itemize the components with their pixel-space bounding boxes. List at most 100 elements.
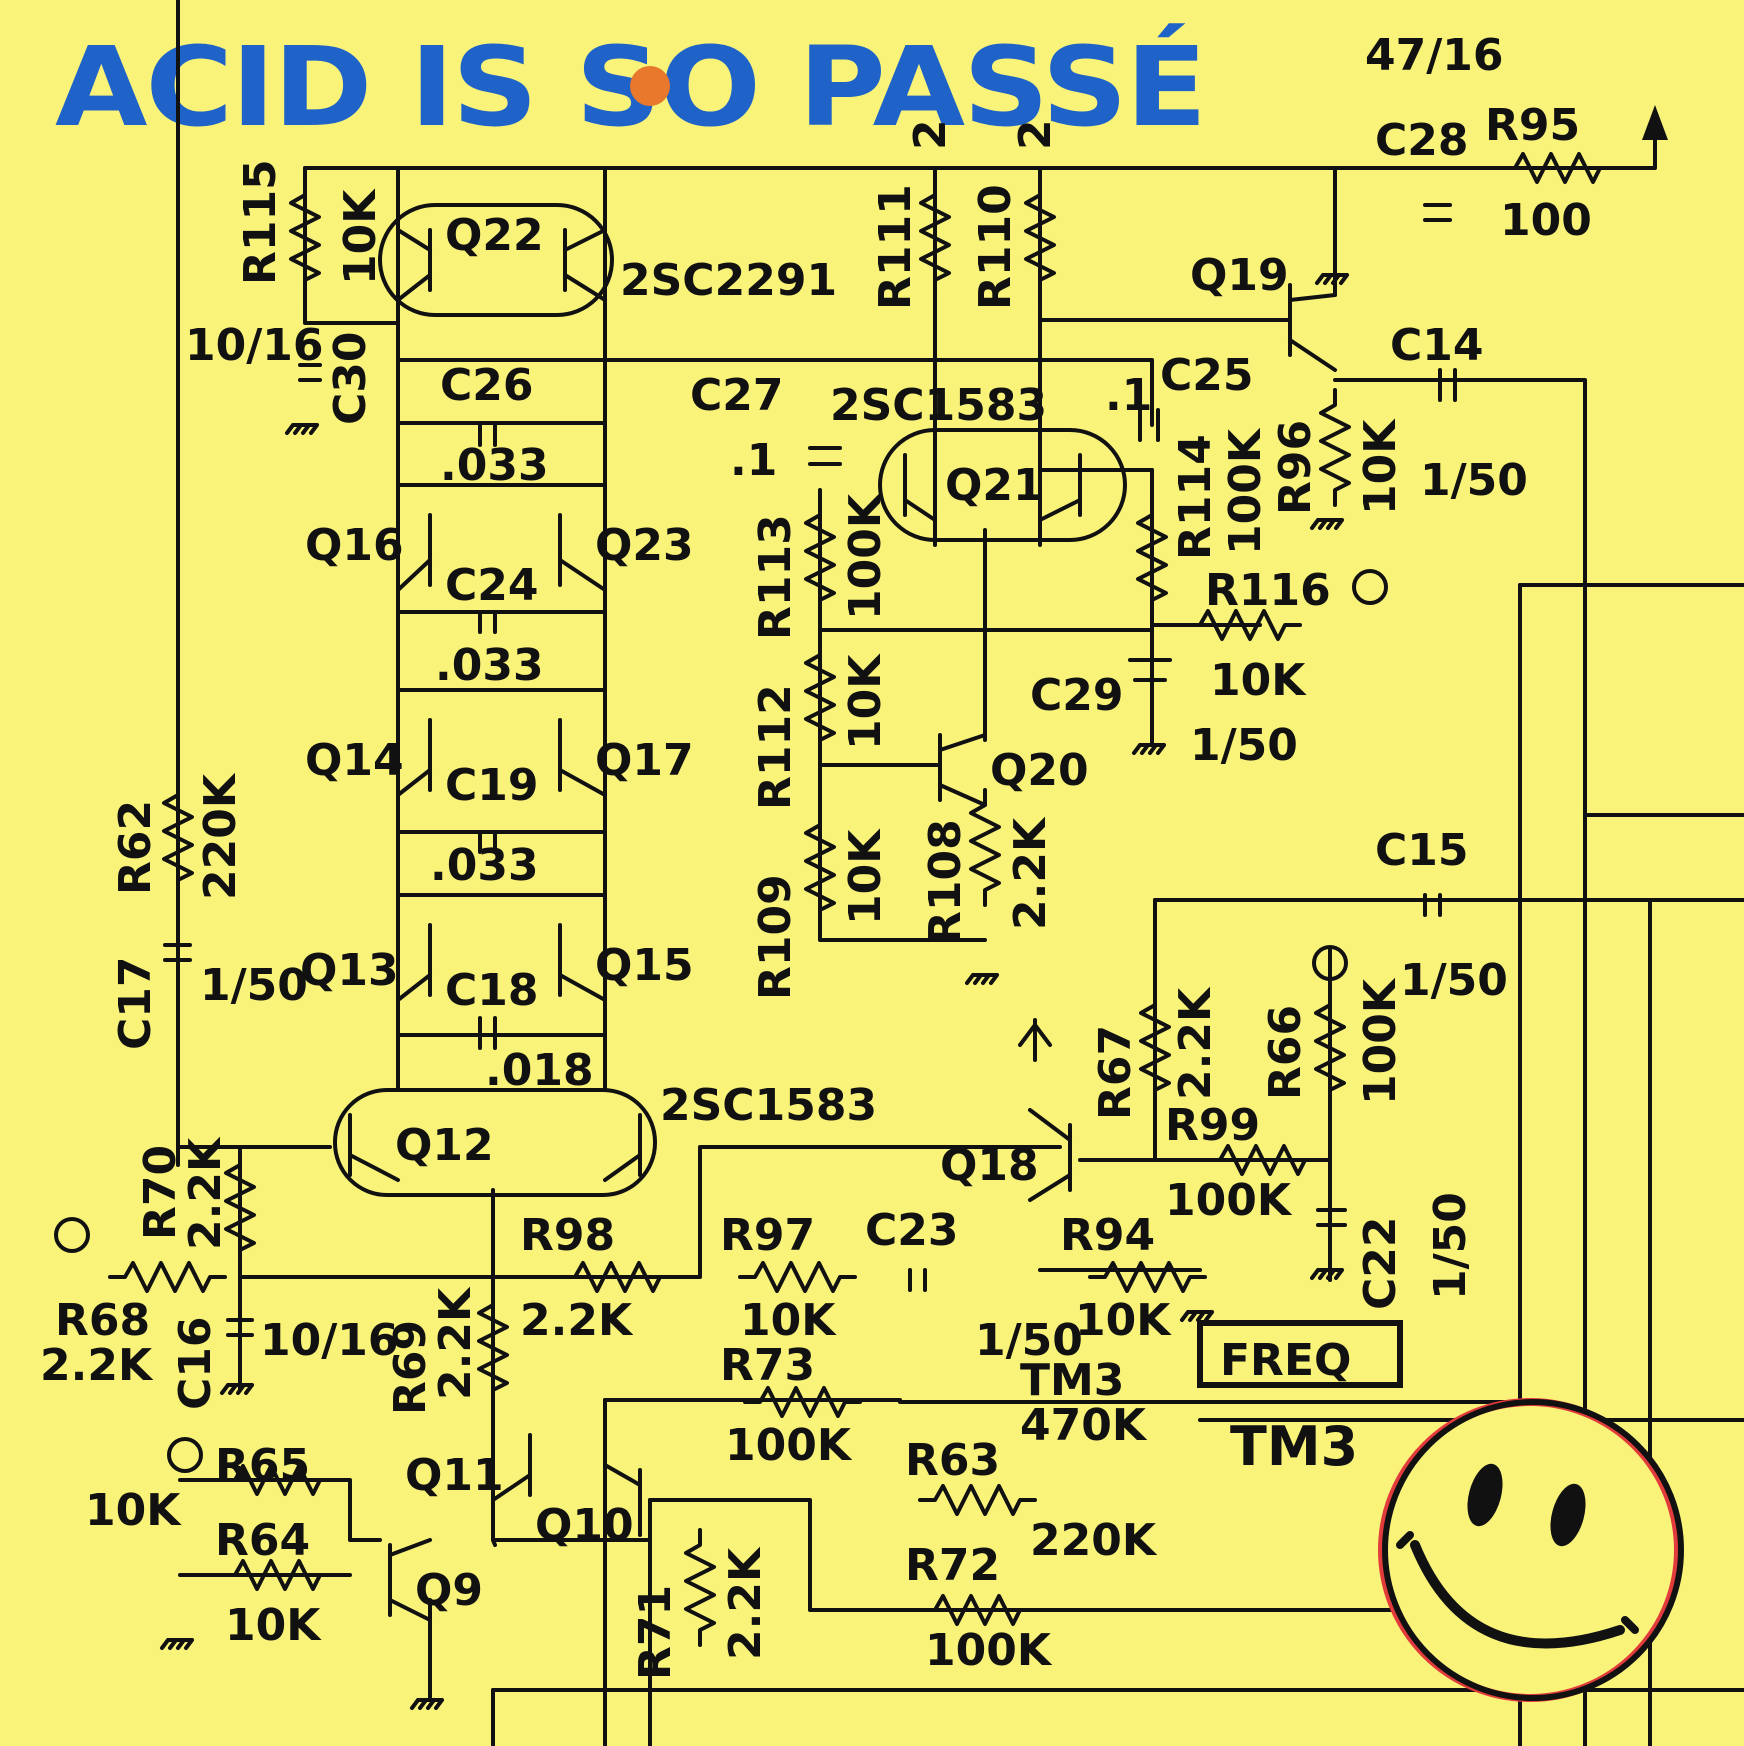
label-c19-value: .033 bbox=[430, 840, 539, 891]
label-c23-value: 1/50 bbox=[975, 1315, 1083, 1366]
label-q22-type: 2SC2291 bbox=[620, 255, 837, 306]
label-c22: C22 bbox=[1355, 1216, 1406, 1310]
label-q12: Q12 bbox=[395, 1120, 494, 1171]
label-r64-value: 10K bbox=[225, 1600, 322, 1651]
label-q12-type: 2SC1583 bbox=[660, 1080, 877, 1131]
label-r68-value: 2.2K bbox=[40, 1340, 154, 1391]
label-r69-value: 2.2K bbox=[430, 1286, 481, 1400]
label-r94: R94 bbox=[1060, 1210, 1155, 1261]
label-r99-value: 100K bbox=[1165, 1175, 1293, 1226]
label-r108: R108 bbox=[920, 819, 971, 945]
label-r98-value: 2.2K bbox=[520, 1295, 634, 1346]
label-r96: R96 bbox=[1270, 420, 1321, 515]
label-r110: R110 bbox=[970, 184, 1021, 310]
label-r67: R67 bbox=[1090, 1025, 1141, 1120]
label-c27-value: .1 bbox=[730, 435, 777, 486]
label-c24-value: .033 bbox=[435, 640, 544, 691]
label-c17: C17 bbox=[110, 956, 161, 1050]
label-r114-value: 100K bbox=[1220, 427, 1271, 555]
label-node-2b: 2 bbox=[1010, 119, 1061, 150]
label-r63: R63 bbox=[905, 1435, 1000, 1486]
label-r64: R64 bbox=[215, 1515, 310, 1566]
label-c26: C26 bbox=[440, 360, 534, 411]
label-r65: R65 bbox=[215, 1440, 310, 1491]
label-node-2a: 2 bbox=[905, 119, 956, 150]
label-c25-value: .1 bbox=[1105, 370, 1152, 421]
label-c16: C16 bbox=[170, 1316, 221, 1410]
label-r112: R112 bbox=[750, 684, 801, 810]
label-r115-value: 10K bbox=[335, 188, 386, 285]
label-c24: C24 bbox=[445, 560, 539, 611]
label-q14: Q14 bbox=[305, 735, 404, 786]
label-r111: R111 bbox=[870, 184, 921, 310]
label-r99: R99 bbox=[1165, 1100, 1260, 1151]
freq-box bbox=[1197, 1320, 1403, 1388]
label-q19: Q19 bbox=[1190, 250, 1289, 301]
label-r66: R66 bbox=[1260, 1005, 1311, 1100]
label-r63-value: 220K bbox=[1030, 1515, 1158, 1566]
label-r71: R71 bbox=[630, 1585, 681, 1680]
label-r95: R95 bbox=[1485, 100, 1580, 151]
label-c28: C28 bbox=[1375, 115, 1469, 166]
label-r113: R113 bbox=[750, 514, 801, 640]
label-c26-value: .033 bbox=[440, 440, 549, 491]
label-q20: Q20 bbox=[990, 745, 1089, 796]
label-c27: C27 bbox=[690, 370, 784, 421]
label-q13: Q13 bbox=[300, 945, 399, 996]
label-r116-value: 10K bbox=[1210, 655, 1307, 706]
label-q9: Q9 bbox=[415, 1565, 483, 1616]
label-c29-value: 1/50 bbox=[1190, 720, 1298, 771]
label-q23: Q23 bbox=[595, 520, 694, 571]
labels: R115 10K 10/16 C30 Q22 2SC2291 C26 .033 … bbox=[40, 30, 1592, 1680]
label-r112-value: 10K bbox=[840, 653, 891, 750]
wiring bbox=[176, 0, 1744, 1746]
label-r73: R73 bbox=[720, 1340, 815, 1391]
label-c29: C29 bbox=[1030, 670, 1124, 721]
label-c18-value: .018 bbox=[485, 1045, 594, 1096]
label-c15-value: 1/50 bbox=[1400, 955, 1508, 1006]
label-q21-type: 2SC1583 bbox=[830, 380, 1047, 431]
label-c30: C30 bbox=[325, 331, 376, 425]
label-r109-value: 10K bbox=[840, 828, 891, 925]
label-r109: R109 bbox=[750, 874, 801, 1000]
components bbox=[54, 105, 1668, 1710]
label-q10: Q10 bbox=[535, 1500, 634, 1551]
label-r70: R70 bbox=[135, 1145, 186, 1240]
label-c14-value: 1/50 bbox=[1420, 455, 1528, 506]
label-c23: C23 bbox=[865, 1205, 959, 1256]
label-r97-value: 10K bbox=[740, 1295, 837, 1346]
label-r96-value: 10K bbox=[1355, 418, 1406, 515]
label-c30-value: 10/16 bbox=[185, 320, 324, 371]
label-tm3-b: TM3 bbox=[1230, 1415, 1358, 1478]
label-r108-value: 2.2K bbox=[1005, 816, 1056, 930]
label-c15: C15 bbox=[1375, 825, 1469, 876]
label-r116: R116 bbox=[1205, 565, 1331, 616]
label-freq: FREQ bbox=[1220, 1335, 1351, 1386]
label-r95-value: 100 bbox=[1500, 195, 1592, 246]
label-q22: Q22 bbox=[445, 210, 544, 261]
label-c17-value: 1/50 bbox=[200, 960, 308, 1011]
label-r98: R98 bbox=[520, 1210, 615, 1261]
label-c14: C14 bbox=[1390, 320, 1484, 371]
label-r66-value: 100K bbox=[1355, 977, 1406, 1105]
label-r71-value: 2.2K bbox=[720, 1546, 771, 1660]
label-r68: R68 bbox=[55, 1295, 150, 1346]
label-r115: R115 bbox=[235, 159, 286, 285]
label-c19: C19 bbox=[445, 760, 539, 811]
label-r113-value: 100K bbox=[840, 492, 891, 620]
label-r62-value: 220K bbox=[195, 772, 246, 900]
label-r62: R62 bbox=[110, 800, 161, 895]
label-r72-value: 100K bbox=[925, 1625, 1053, 1676]
label-c18: C18 bbox=[445, 965, 539, 1016]
label-q16: Q16 bbox=[305, 520, 404, 571]
label-r70-value: 2.2K bbox=[180, 1136, 231, 1250]
label-r94-value: 10K bbox=[1075, 1295, 1172, 1346]
label-tm3: TM3 bbox=[1020, 1355, 1124, 1406]
label-c16-value: 10/16 bbox=[260, 1315, 399, 1366]
label-r73-value: 100K bbox=[725, 1420, 853, 1471]
label-c28-value: 47/16 bbox=[1365, 30, 1504, 81]
label-c22-value: 1/50 bbox=[1425, 1192, 1476, 1300]
label-q11: Q11 bbox=[405, 1450, 504, 1501]
title-dot bbox=[630, 66, 670, 106]
